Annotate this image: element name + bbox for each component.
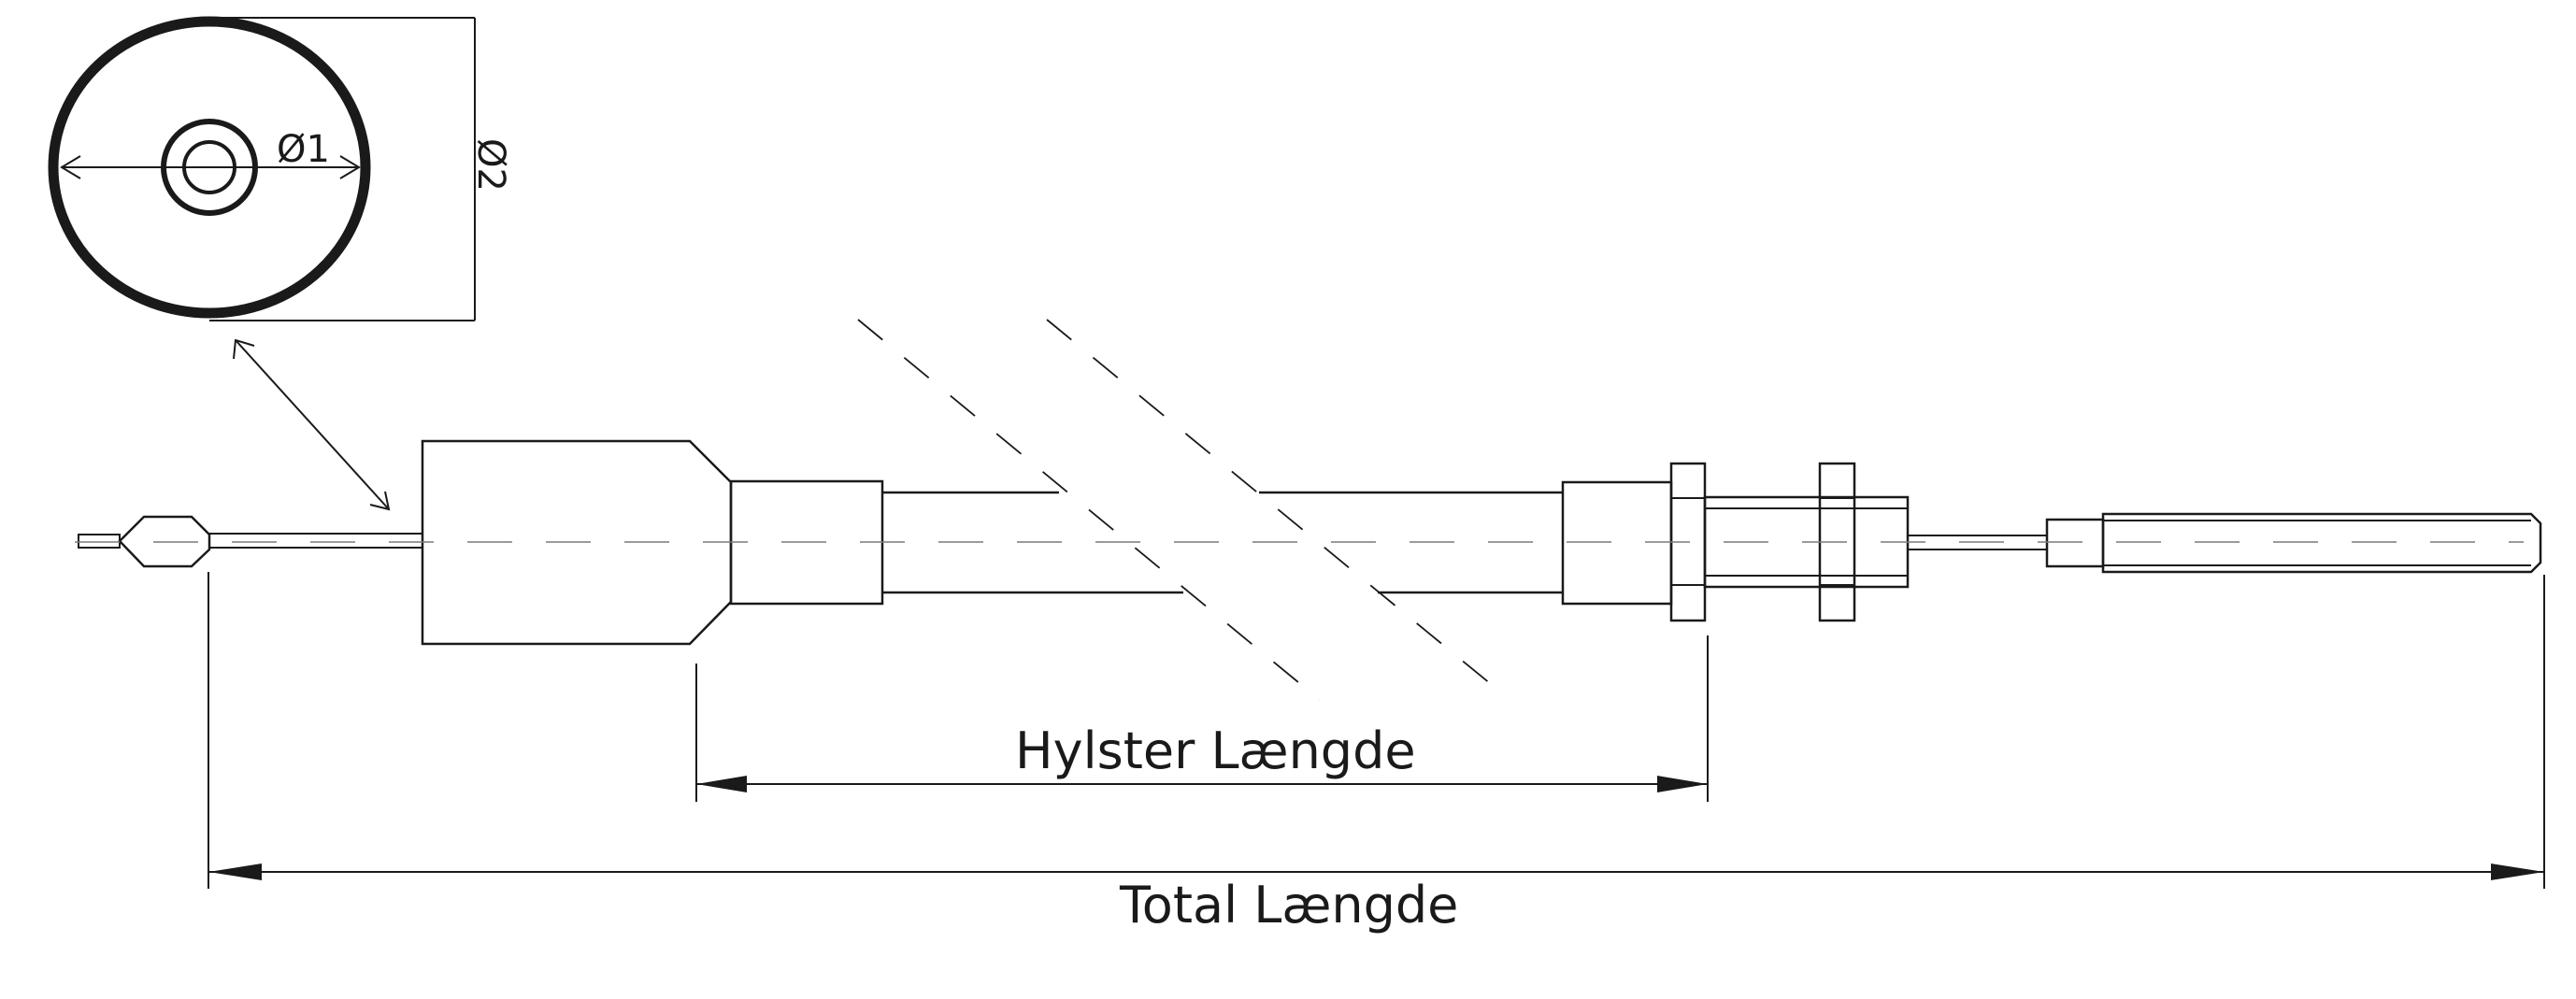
sleeve-length-label: Hylster Længde [1015, 721, 1416, 780]
cross-section-detail: Ø1 Ø2 [48, 16, 512, 321]
rod-collar [2045, 518, 2105, 568]
inner-diameter-label: Ø1 [277, 128, 330, 171]
inner-diameter-arrow-right [339, 155, 361, 179]
threaded-rod [2101, 512, 2542, 574]
total-length-dimension: Total Længde [208, 572, 2545, 935]
outer-sleeve-circle [48, 16, 371, 319]
detail-leader [233, 338, 391, 511]
cable-assembly [75, 319, 2542, 701]
inner-diameter-arrow-left [60, 155, 81, 179]
end-nipple [118, 515, 211, 568]
total-length-label: Total Længde [1119, 876, 1458, 935]
end-stub [78, 534, 121, 549]
sleeve-length-dimension: Hylster Længde [695, 635, 1709, 802]
break-line-2 [1046, 319, 1508, 698]
sleeve-collar-right [1561, 480, 1673, 606]
outer-diameter-label: Ø2 [469, 138, 512, 192]
break-line-1 [857, 319, 1321, 701]
